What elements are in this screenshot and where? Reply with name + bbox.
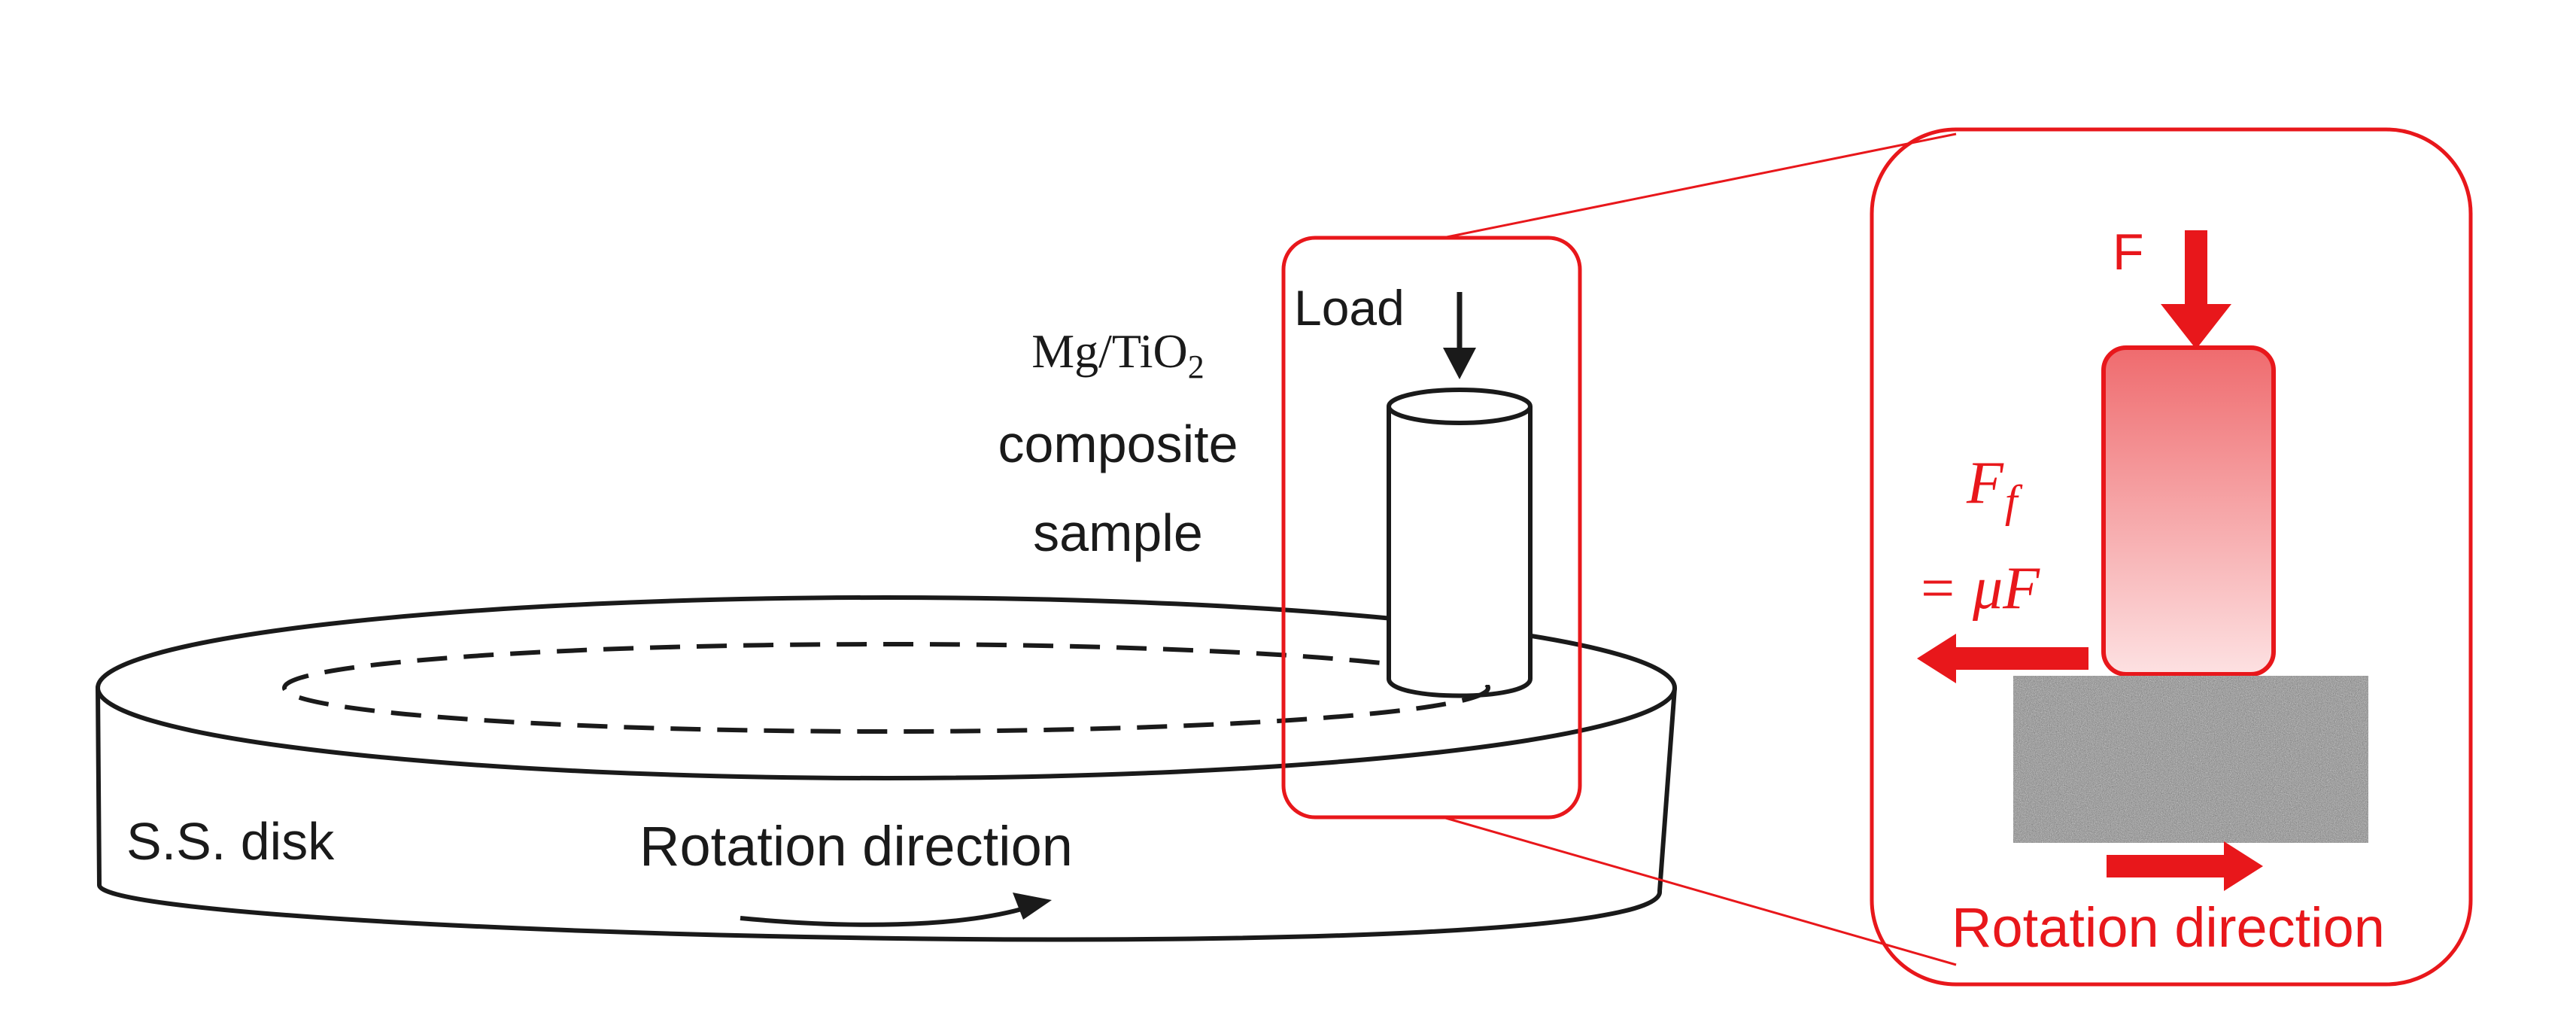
inset-rotation-label: Rotation direction	[1952, 896, 2385, 959]
inset-rotation-arrow	[2107, 841, 2263, 891]
connector-top	[1442, 132, 1957, 239]
connector-bottom	[1442, 816, 1957, 966]
inset-panel	[1870, 127, 2473, 987]
disk-side	[96, 686, 1677, 942]
inset-friction-symbol: Ff	[1966, 450, 2023, 526]
wear-track	[282, 642, 1490, 734]
inset-friction-arrow	[1917, 634, 2088, 683]
disk-label: S.S. disk	[126, 812, 335, 871]
rotation-arrow-head-icon	[1013, 893, 1052, 920]
ss-disk	[96, 595, 1677, 942]
load-arrow-head-icon	[1443, 348, 1476, 379]
load-arrow	[1443, 292, 1476, 379]
sample-label-line2: composite	[998, 415, 1238, 473]
inset-friction-arrow-head-icon	[1917, 634, 1956, 683]
inset-surface-texture	[2013, 676, 2368, 843]
rotation-label: Rotation direction	[639, 815, 1073, 877]
sample-label-line1: Mg/TiO2	[1031, 324, 1204, 385]
sample-pin	[1387, 388, 1533, 698]
inset-force-arrow	[2161, 230, 2231, 349]
sample-label-line3: sample	[1033, 503, 1203, 562]
inset-rotation-arrow-head-icon	[2224, 841, 2263, 891]
rotation-arrow	[740, 893, 1052, 927]
inset-force-arrow-head-icon	[2161, 304, 2231, 349]
highlight-box	[1281, 236, 1582, 820]
inset-force-label: F	[2113, 224, 2144, 281]
inset-pin	[2101, 345, 2276, 677]
load-label: Load	[1294, 280, 1405, 336]
inset-friction-equation: = μF	[1917, 555, 2040, 622]
disk-top-face	[96, 595, 1677, 780]
